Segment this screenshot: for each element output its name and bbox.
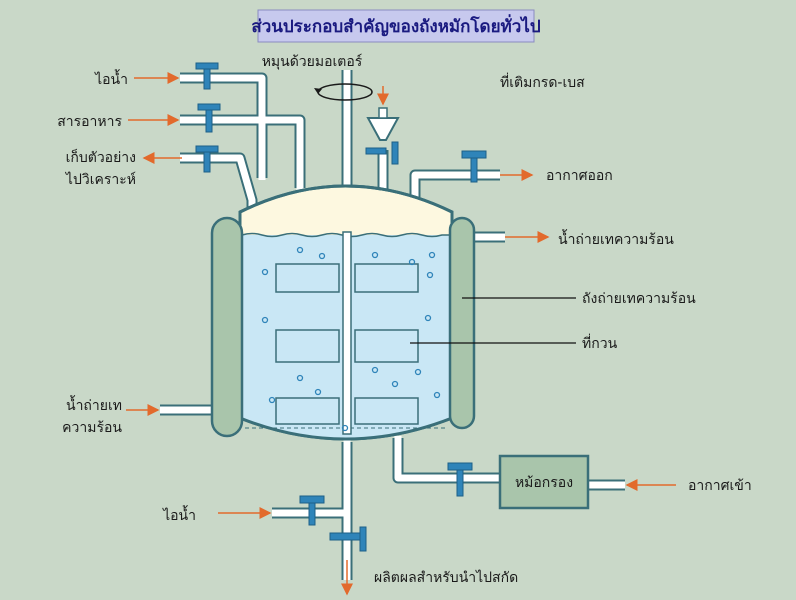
leader-lines (410, 297, 576, 344)
label-steam-top: ไอน้ำ (94, 69, 128, 88)
label-nutrient: สารอาหาร (57, 114, 122, 130)
jacket-left (210, 216, 244, 438)
label-sample-line1: เก็บตัวอย่าง (66, 148, 136, 166)
acid-base-funnel (366, 117, 400, 141)
rotation-arrowhead (314, 88, 322, 94)
pipe-filter-in (392, 438, 500, 484)
label-sample-line2: ไปวิเคราะห์ (65, 171, 136, 188)
bubbles (261, 246, 441, 432)
jacket-right (448, 216, 476, 430)
valve-steam-top (195, 62, 219, 90)
stirrer-blades (275, 263, 419, 425)
liquid-surface (241, 232, 450, 238)
title-box (257, 9, 535, 43)
label-filter: หม้อกรอง (515, 475, 573, 491)
label-motor-shaft: หมุนด้วยมอเตอร์ (262, 53, 363, 70)
label-acid-base: ที่เติมกรด-เบส (500, 73, 585, 91)
valve-nutrient (197, 103, 221, 133)
label-stirrer: ที่กวน (582, 334, 618, 352)
label-coolant-in-line2: ความร้อน (62, 420, 122, 436)
funnel-neck (378, 107, 388, 119)
diagram-title: ส่วนประกอบสำคัญของถังหมักโดยทั่วไป (251, 14, 541, 37)
valve-product (329, 526, 367, 552)
label-air-out: อากาศออก (546, 168, 613, 184)
labels: ไอน้ำ สารอาหาร เก็บตัวอย่าง ไปวิเคราะห์ … (57, 53, 752, 586)
valve-steam-bottom (299, 495, 325, 526)
valves (195, 62, 487, 552)
valve-acid-base (365, 141, 399, 165)
flow-arrows (126, 72, 676, 596)
label-air-in: อากาศเข้า (688, 478, 752, 494)
stirrer-shaft (342, 231, 352, 435)
valve-filter (447, 462, 473, 497)
valve-sample (195, 145, 219, 173)
label-product: ผลิตผลสำหรับนำไปสกัด (374, 569, 518, 586)
label-jacket: ถังถ่ายเทความร้อน (582, 291, 696, 307)
filter-box (498, 454, 590, 510)
valve-air-out (461, 150, 487, 183)
label-coolant-out: น้ำถ่ายเทความร้อน (558, 229, 674, 248)
label-steam-bottom: ไอน้ำ (162, 505, 196, 524)
label-coolant-in-line1: น้ำถ่ายเท (66, 395, 122, 414)
